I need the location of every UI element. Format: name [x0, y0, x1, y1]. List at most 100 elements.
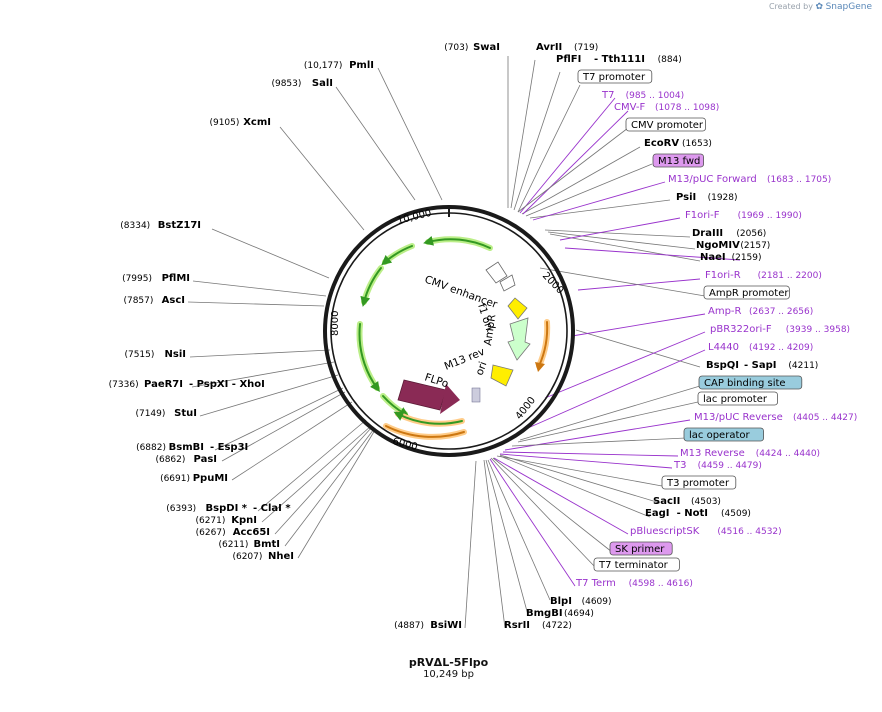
leader-line	[544, 331, 706, 399]
label-draiii-position: (2056)	[736, 229, 766, 239]
leader-line	[231, 401, 353, 481]
leader-line	[547, 231, 696, 250]
leader-line	[261, 425, 372, 523]
label-m13-puc-reverse: M13/pUC Reverse	[694, 412, 783, 423]
label-f1ori-f: F1ori-F	[685, 210, 720, 221]
leader-line	[191, 361, 335, 388]
leader-line	[221, 391, 346, 462]
label-m13-reverse-position: (4424 .. 4440)	[756, 449, 820, 459]
label-f1ori-r-position: (2181 .. 2200)	[758, 271, 822, 281]
label-f1ori-f-position: (1969 .. 1990)	[738, 211, 802, 221]
label-bmti: BmtI	[253, 539, 280, 550]
label-m13-fwd-box	[652, 153, 704, 168]
label-sk-primer: SK primer	[615, 544, 665, 555]
orf-arc	[381, 245, 413, 266]
label-pflmi-position: (7995)	[122, 274, 152, 284]
leader-line	[559, 217, 681, 241]
ori-feature	[490, 364, 514, 387]
leader-line	[513, 71, 561, 211]
label-pflfi: PflFI	[556, 54, 581, 65]
label-bspqi-alt: - SapI	[744, 360, 776, 371]
label-asci-position: (7857)	[123, 296, 153, 306]
plasmid-name: pRVΔL-5Flpo	[408, 656, 489, 669]
label-f1ori-r: F1ori-R	[705, 270, 741, 281]
label-ngomiv: NgoMIV	[696, 240, 740, 251]
label-draiii: DraIII	[692, 228, 723, 239]
leader-line	[189, 349, 331, 358]
leader-line	[544, 229, 691, 238]
orf-arc	[423, 235, 491, 249]
flpo-arrow-head	[440, 384, 460, 414]
leader-line	[525, 163, 653, 217]
label-pflfi-position: (884)	[658, 55, 682, 65]
label-acc65i: Acc65I	[233, 527, 270, 538]
leader-line	[539, 267, 706, 297]
label-nhei: NheI	[268, 551, 294, 562]
label-m13-puc-forward: M13/pUC Forward	[668, 174, 757, 185]
leader-line	[492, 457, 613, 553]
label-amp-r-position: (2637 .. 2656)	[749, 307, 813, 317]
label-stui: StuI	[174, 408, 197, 419]
tick-label-8000: 8000	[330, 311, 341, 336]
tick-label-4000: 4000	[514, 395, 538, 422]
leader-line	[485, 459, 529, 616]
cmv-promoter-feature	[499, 274, 516, 292]
leader-line	[517, 401, 699, 443]
leader-line	[575, 329, 701, 368]
label-cmv-promoter-box	[625, 117, 706, 132]
label-m13-puc-reverse-position: (4405 .. 4427)	[793, 413, 857, 423]
label-ampr-promoter: AmpR promoter	[709, 288, 789, 299]
label-bstz17i: BstZ17I	[158, 220, 201, 231]
label-t7-terminator-box	[593, 557, 680, 572]
leader-line	[522, 110, 629, 215]
label-t3-promoter: T3 promoter	[666, 478, 730, 489]
label-ppumi-position: (6691)	[160, 474, 190, 484]
label-bspqi: BspQI	[706, 360, 739, 371]
label-ecorv-position: (1653)	[682, 139, 712, 149]
label-bspdi: BspDI *	[206, 503, 248, 514]
credit-line: Created by ✿ SnapGene	[769, 2, 872, 12]
label-ppumi: PpuMI	[193, 473, 228, 484]
label-avrii-position: (719)	[574, 43, 598, 53]
label-eagi-position: (4509)	[721, 509, 751, 519]
label-bsmbi: BsmBI	[169, 442, 204, 453]
leader-line	[490, 457, 597, 569]
leader-line	[297, 429, 376, 559]
label-nsii: NsiI	[165, 349, 186, 360]
orf-arc	[358, 323, 380, 393]
label-t7-promoter-box	[577, 69, 653, 84]
label-t3-position: (4459 .. 4479)	[698, 461, 762, 471]
label-asci: AscI	[162, 295, 185, 306]
label-layer: SwaI(703)AvrII(719)PflFI- Tth111I(884)T7…	[109, 42, 858, 631]
leader-line	[521, 146, 641, 215]
label-sacii-position: (4503)	[691, 497, 721, 507]
leader-line	[487, 459, 551, 601]
leader-line	[519, 97, 616, 214]
label-bspdi-alt: - ClaI *	[253, 503, 291, 514]
label-ngomiv-position: (2157)	[740, 241, 770, 251]
label-l4440: L4440	[708, 342, 739, 353]
label-bsmbi-position: (6882)	[136, 443, 166, 453]
leader-line	[549, 233, 701, 262]
leader-line	[499, 453, 673, 469]
tick-label-2000: 2000	[540, 270, 566, 296]
label-t7-position: (985 .. 1004)	[626, 91, 685, 101]
leader-line	[502, 451, 679, 457]
label-t7-promoter: T7 promoter	[582, 72, 646, 83]
orf-arc	[393, 411, 463, 425]
label-naei-position: (2159)	[732, 253, 762, 263]
label-t3: T3	[673, 460, 686, 471]
label-t7-terminator: T7 terminator	[598, 560, 669, 571]
label-eagi-alt: - NotI	[677, 508, 708, 519]
lac-features	[471, 387, 481, 403]
label-t7: T7	[601, 90, 614, 101]
label-lac-operator: lac operator	[689, 430, 750, 441]
leader-line	[496, 455, 663, 487]
label-rsrii-position: (4722)	[542, 621, 572, 631]
primer-leader-lines	[489, 97, 741, 587]
label-paer7i-position: (7336)	[109, 380, 139, 390]
label-cmv-f: CMV-F	[614, 102, 645, 113]
label-pbr322ori-f-position: (3939 .. 3958)	[786, 325, 850, 335]
label-bmgbi-position: (4694)	[564, 609, 594, 619]
